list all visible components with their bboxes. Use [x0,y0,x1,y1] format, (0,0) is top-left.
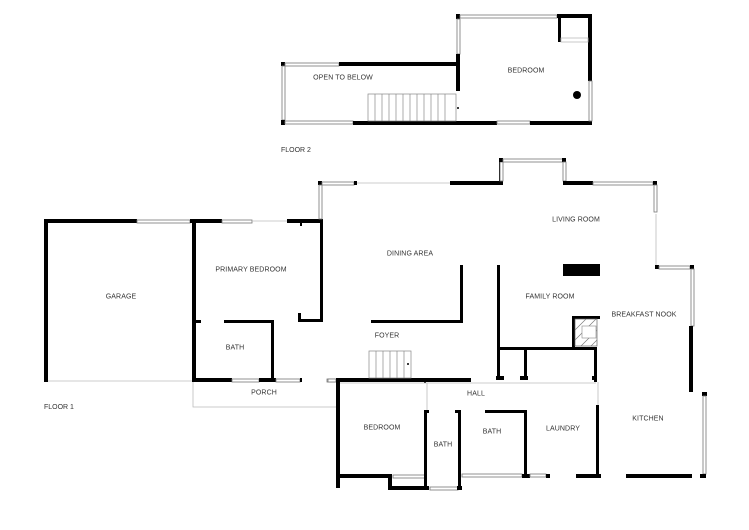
floor-1-walls [44,158,707,491]
room-dining-area: DINING AREA [386,250,434,258]
room-primary-bath: BATH [225,344,245,352]
room-living-room: LIVING ROOM [552,216,600,224]
room-hall: HALL [467,390,485,398]
room-bath-3: BATH [482,428,502,436]
floor-2-label: FLOOR 2 [281,147,311,154]
room-laundry: LAUNDRY [545,425,581,433]
room-porch: PORCH [251,389,277,397]
room-primary-bedroom: PRIMARY BEDROOM [215,266,287,274]
floor-1-staircase [368,350,412,379]
floor-2-staircase [367,93,459,122]
room-kitchen: KITCHEN [632,415,664,423]
floor-2-walls [281,14,593,125]
room-bath-2: BATH [433,441,453,449]
room-family-room: FAMILY ROOM [525,293,575,301]
room-foyer: FOYER [374,332,400,340]
room-bedroom: BEDROOM [363,424,401,432]
room-upstairs-bedroom: BEDROOM [507,67,545,75]
room-breakfast-nook: BREAKFAST NOOK [611,311,677,319]
room-garage: GARAGE [105,293,137,301]
room-open-to-below: OPEN TO BELOW [313,74,373,82]
floor-1-label: FLOOR 1 [44,404,74,411]
